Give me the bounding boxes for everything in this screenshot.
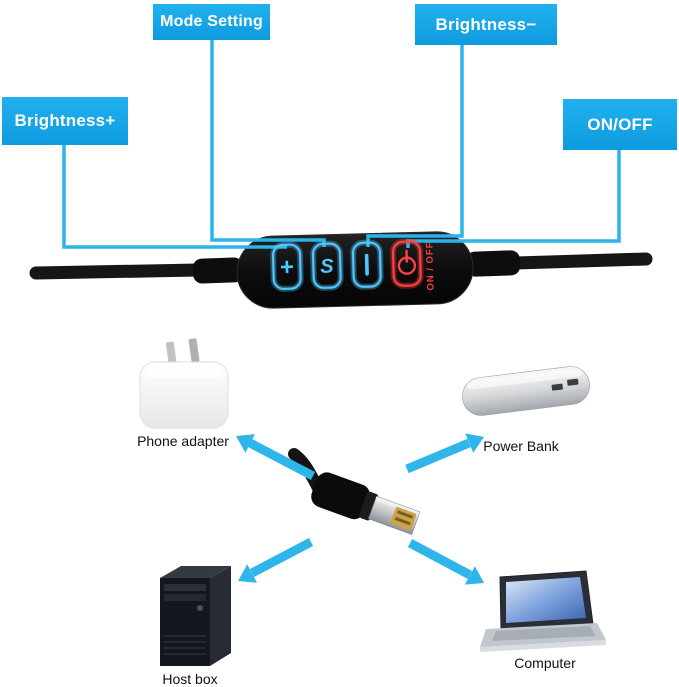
callout-line-brightness-minus bbox=[366, 45, 464, 247]
mode-icon: S bbox=[320, 256, 335, 278]
arrow-to-computer bbox=[407, 539, 484, 585]
caption-computer: Computer bbox=[514, 655, 576, 671]
mode-setting-button[interactable]: S bbox=[310, 240, 344, 291]
caption-phone-adapter: Phone adapter bbox=[137, 433, 229, 449]
power-icon bbox=[397, 249, 417, 275]
phone-adapter-illustration bbox=[139, 338, 229, 429]
host-box-illustration bbox=[160, 566, 231, 666]
callout-line-on-off bbox=[406, 150, 621, 248]
brightness-minus-button[interactable] bbox=[350, 239, 384, 290]
arrow-to-host-box bbox=[238, 538, 314, 583]
arrow-to-phone-adapter bbox=[236, 434, 316, 480]
callout-line-brightness-plus bbox=[62, 145, 287, 249]
plus-icon: + bbox=[280, 254, 295, 281]
arrow-to-power-bank bbox=[405, 433, 484, 474]
remote-buttons: + S ON / OFF bbox=[270, 238, 437, 292]
callout-brightness-minus: Brightness− bbox=[415, 4, 557, 45]
callout-brightness-plus: Brightness+ bbox=[2, 97, 128, 145]
power-button[interactable] bbox=[390, 238, 424, 289]
remote-on-off-print: ON / OFF bbox=[424, 241, 436, 290]
brightness-bar-icon bbox=[364, 253, 369, 276]
usb-gold-contacts bbox=[390, 507, 417, 531]
cable-left bbox=[29, 257, 244, 284]
cable-right bbox=[465, 250, 653, 277]
remote-body bbox=[236, 231, 474, 309]
caption-host-box: Host box bbox=[162, 671, 218, 687]
callout-mode-setting: Mode Setting bbox=[153, 4, 270, 40]
callout-on-off: ON/OFF bbox=[563, 99, 677, 150]
usb-plug bbox=[311, 472, 421, 535]
computer-illustration bbox=[480, 570, 606, 652]
power-bank-illustration bbox=[462, 366, 590, 416]
callout-line-mode-setting bbox=[210, 40, 326, 247]
caption-power-bank: Power Bank bbox=[483, 438, 559, 454]
brightness-plus-button[interactable]: + bbox=[270, 241, 304, 292]
